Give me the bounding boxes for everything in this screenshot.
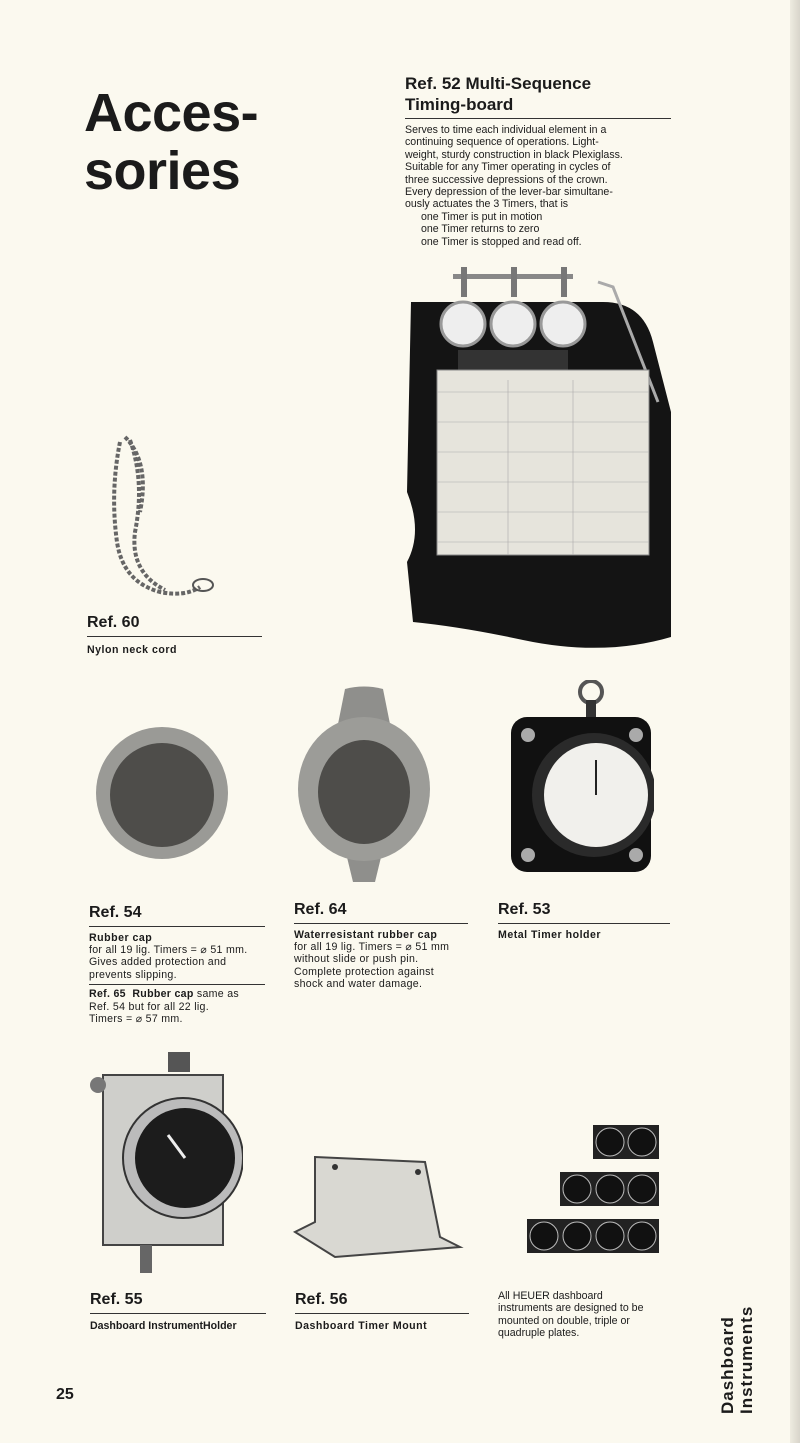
divider xyxy=(87,636,262,637)
dashboard-timer-mount-image xyxy=(292,1155,464,1259)
ref65-note: Ref. 65 Rubber cap same as Ref. 54 but f… xyxy=(89,988,240,1026)
dashboard-plates-image xyxy=(527,1125,659,1253)
page-title: Acces- sories xyxy=(84,83,259,201)
ref64-block: Ref. 64 Waterresistant rubber cap for al… xyxy=(294,901,468,991)
divider xyxy=(89,984,265,986)
divider xyxy=(90,1313,266,1314)
page-number: 25 xyxy=(56,1386,74,1403)
ref55-block: Ref. 55 Dashboard InstrumentHolder xyxy=(90,1291,266,1332)
ref60-block: Ref. 60 Nylon neck cord xyxy=(87,614,262,656)
ref52-block: Ref. 52 Multi-Sequence Timing-board Serv… xyxy=(405,73,671,248)
ref53-number: Ref. 53 xyxy=(498,901,551,918)
section-tab: Dashboard Instruments xyxy=(718,1305,756,1414)
waterresistant-cap-image xyxy=(298,686,430,882)
ref56-number: Ref. 56 xyxy=(295,1291,348,1308)
ref64-label: Waterresistant rubber cap xyxy=(294,929,438,941)
ref55-label: Dashboard InstrumentHolder xyxy=(90,1320,237,1332)
divider xyxy=(294,923,468,924)
ref56-block: Ref. 56 Dashboard Timer Mount xyxy=(295,1291,469,1332)
ref60-label: Nylon neck cord xyxy=(87,644,177,656)
divider xyxy=(89,926,265,927)
ref55-number: Ref. 55 xyxy=(90,1291,143,1308)
page-edge xyxy=(790,0,800,1443)
ref52-heading: Ref. 52 Multi-Sequence Timing-board xyxy=(405,74,592,114)
ref54-number: Ref. 54 xyxy=(89,904,142,921)
timing-board-image xyxy=(407,267,671,648)
ref56-label: Dashboard Timer Mount xyxy=(295,1320,428,1332)
divider xyxy=(295,1313,469,1314)
ref54-label: Rubber cap xyxy=(89,932,153,944)
metal-timer-holder-image xyxy=(511,680,654,872)
ref53-label: Metal Timer holder xyxy=(498,929,601,941)
divider xyxy=(498,923,670,924)
ref53-block: Ref. 53 Metal Timer holder xyxy=(498,901,670,941)
ref60-number: Ref. 60 xyxy=(87,614,140,631)
ref54-block: Ref. 54 Rubber cap for all 19 lig. Timer… xyxy=(89,904,265,1025)
neck-cord-image xyxy=(112,435,214,596)
divider xyxy=(405,118,671,119)
ref52-description: Serves to time each individual element i… xyxy=(405,124,623,248)
plates-note: All HEUER dashboard instruments are desi… xyxy=(498,1290,644,1340)
rubber-cap-image xyxy=(96,727,228,859)
ref64-number: Ref. 64 xyxy=(294,901,347,918)
dashboard-instrument-holder-image xyxy=(90,1052,243,1273)
